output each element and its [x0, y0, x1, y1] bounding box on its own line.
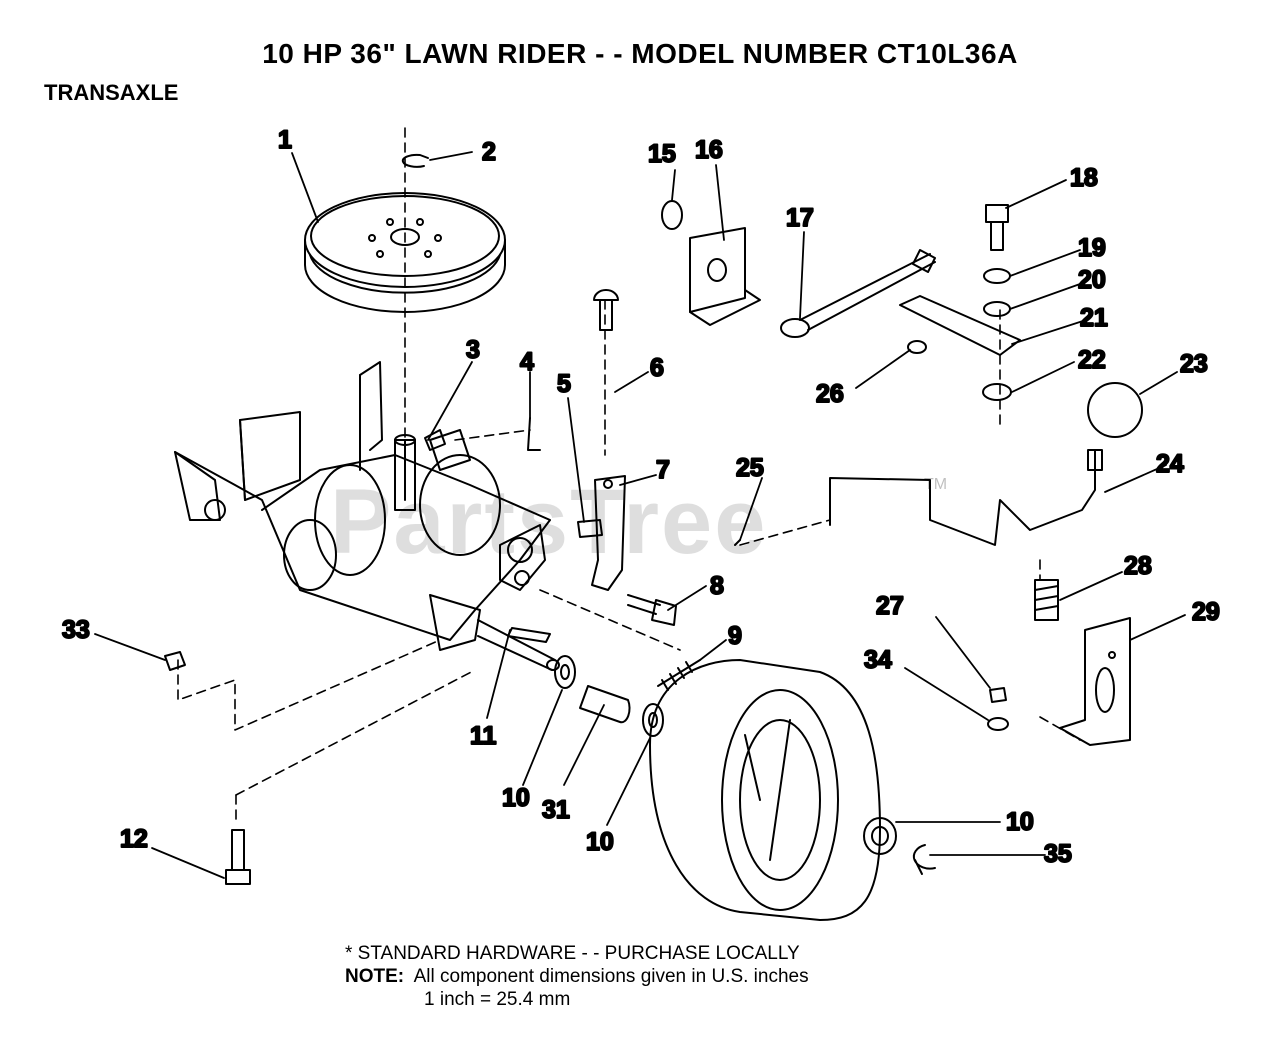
shift-knob — [1087, 382, 1143, 438]
retaining-clip — [912, 844, 936, 875]
callout-19: 19 — [1078, 234, 1106, 262]
washers — [554, 655, 897, 855]
callout-5: 5 — [557, 370, 571, 398]
callout-31: 31 — [542, 796, 570, 824]
long-bolt — [225, 829, 251, 885]
partstree-watermark: PartsTree — [330, 471, 768, 573]
callout-15: 15 — [648, 140, 676, 168]
callout-4: 4 — [520, 348, 534, 376]
callout-35: 35 — [1044, 840, 1072, 868]
shift-bracket — [591, 475, 626, 591]
callout-6: 6 — [650, 354, 664, 382]
shift-link-21 — [899, 295, 1021, 356]
transaxle-body — [174, 361, 560, 671]
note-text: All component dimensions given in U.S. i… — [413, 966, 809, 987]
cotter-pin — [734, 539, 741, 546]
nut — [577, 519, 603, 538]
note-label: NOTE: — [345, 966, 405, 987]
callout-17: 17 — [786, 204, 814, 232]
shift-rod — [780, 249, 936, 338]
callout-labels: 1 2 3 4 5 6 7 8 9 10 11 12 15 16 17 18 1… — [61, 125, 1221, 869]
spacer — [579, 685, 631, 724]
diagram-title: 10 HP 36" LAWN RIDER - - MODEL NUMBER CT… — [262, 38, 1018, 69]
callout-10a: 10 — [502, 784, 530, 812]
callout-27: 27 — [876, 592, 904, 620]
callout-34: 34 — [864, 646, 892, 674]
dimension-note: NOTE: All component dimensions given in … — [345, 965, 809, 988]
callout-29: 29 — [1192, 598, 1220, 626]
key — [527, 417, 541, 451]
callout-26: 26 — [816, 380, 844, 408]
section-label: TRANSAXLE — [44, 80, 179, 105]
pulley-key — [424, 429, 446, 451]
pulley — [304, 192, 506, 313]
callout-2: 2 — [482, 138, 496, 166]
callout-28: 28 — [1124, 552, 1152, 580]
hardware-notes: * STANDARD HARDWARE - - PURCHASE LOCALLY… — [345, 942, 809, 1011]
pivot-bracket — [689, 227, 761, 326]
callout-1: 1 — [278, 126, 292, 154]
star-washer-34 — [987, 717, 1009, 731]
callout-22: 22 — [1078, 346, 1106, 374]
callout-10b: 10 — [586, 828, 614, 856]
spring-28 — [1034, 579, 1059, 621]
callout-33: 33 — [62, 616, 90, 644]
bolt-18 — [985, 204, 1009, 251]
nut-27 — [989, 687, 1007, 703]
callout-23: 23 — [1180, 350, 1208, 378]
callout-24: 24 — [1156, 450, 1184, 478]
washer-26 — [907, 340, 927, 354]
e-ring — [401, 153, 429, 168]
callout-20: 20 — [1078, 266, 1106, 294]
callout-18: 18 — [1070, 164, 1098, 192]
wheel-tire — [649, 659, 881, 921]
leader-lines — [94, 151, 1186, 879]
callout-3: 3 — [466, 336, 480, 364]
standard-hardware-note: * STANDARD HARDWARE - - PURCHASE LOCALLY — [345, 943, 800, 964]
callout-25: 25 — [736, 454, 764, 482]
shift-lever — [829, 449, 1096, 546]
spring — [657, 659, 701, 691]
callout-9: 9 — [728, 622, 742, 650]
trademark-symbol: TM — [924, 476, 948, 493]
hex-bolt — [627, 594, 677, 626]
mount-bracket-29 — [1059, 617, 1131, 746]
callout-11: 11 — [470, 722, 497, 750]
callout-12: 12 — [120, 825, 148, 853]
lockwasher-19 — [983, 268, 1011, 284]
carriage-bolt — [593, 289, 619, 331]
washer-15 — [661, 200, 683, 230]
bracket-hole — [603, 479, 613, 489]
lever-thread — [1087, 449, 1103, 471]
callout-8: 8 — [710, 572, 724, 600]
conversion-note: 1 inch = 25.4 mm — [424, 989, 571, 1010]
lock-nut — [164, 651, 186, 671]
callout-7: 7 — [656, 456, 670, 484]
washer-20 — [983, 301, 1011, 317]
callout-21: 21 — [1080, 304, 1108, 332]
washer-22 — [982, 383, 1012, 401]
callout-10c: 10 — [1006, 808, 1034, 836]
callout-16: 16 — [695, 136, 723, 164]
